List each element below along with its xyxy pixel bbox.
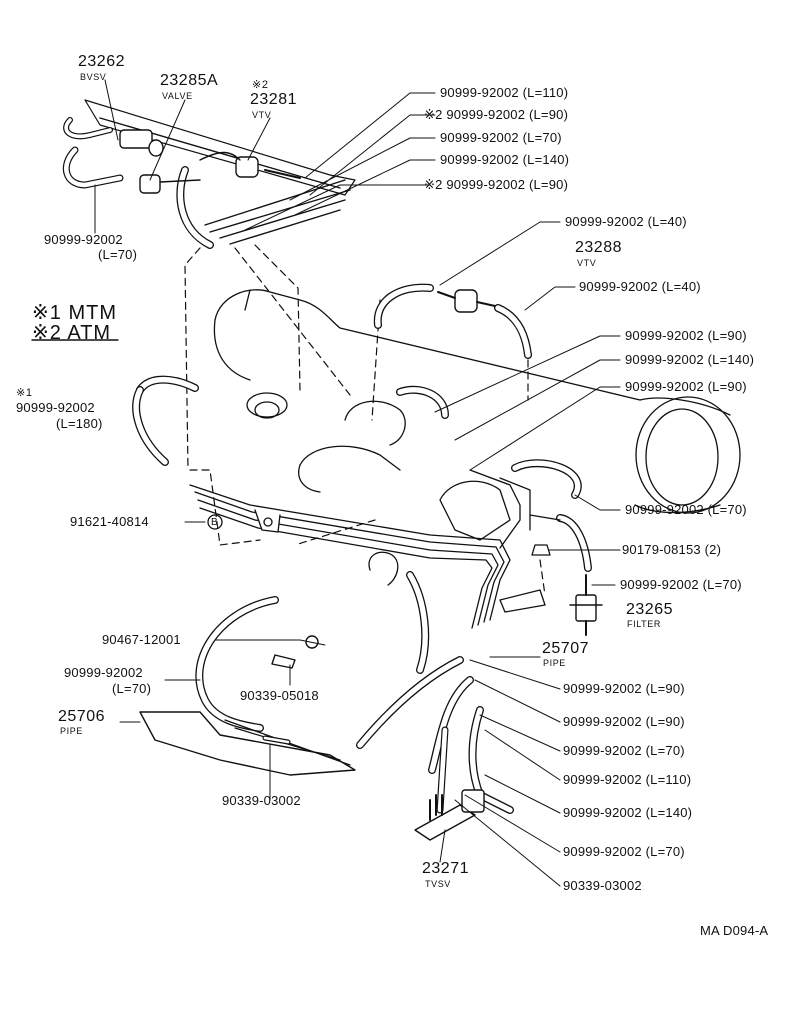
part-23271-label: 23271	[422, 860, 469, 877]
hose-left-top-label: 90999-92002	[44, 232, 123, 247]
middle-hoses	[132, 221, 621, 586]
hose-l90-low1-label: 90999-92002 (L=90)	[563, 681, 685, 696]
hose-l40-b-label: 90999-92002 (L=40)	[579, 279, 701, 294]
pipe1-label: PIPE	[543, 658, 566, 668]
part-25707-label: 25707	[542, 640, 589, 657]
drawing-code: MA D094-A	[700, 923, 769, 938]
hose-l90-mid2-label: 90999-92002 (L=90)	[625, 379, 747, 394]
part-23281-label: 23281	[250, 91, 297, 108]
engine-outline	[213, 289, 741, 586]
vtv2-label: VTV	[577, 258, 597, 268]
part-25706-label: 25706	[58, 708, 105, 725]
hose-l40-a-label: 90999-92002 (L=40)	[565, 214, 687, 229]
part-90339-03002-b-label: 90339-03002	[563, 878, 642, 893]
hose-l110-low-label: 90999-92002 (L=110)	[563, 772, 692, 787]
filter-23265	[569, 574, 603, 636]
vtv-label: VTV	[252, 110, 272, 120]
part-23288-label: 23288	[575, 239, 622, 256]
atm-mark-label: ※2	[252, 79, 269, 91]
hose-l90-low2-label: 90999-92002 (L=90)	[563, 714, 685, 729]
hose-l180-label: 90999-92002	[16, 400, 95, 415]
hose-l140-top-label: 90999-92002 (L=140)	[440, 152, 570, 167]
hose-left-low-label: 90999-92002	[64, 665, 143, 680]
bvsv-label: BVSV	[80, 72, 107, 82]
bolt-b-mark: B	[211, 517, 218, 528]
part-23285a-label: 23285A	[160, 72, 219, 89]
hose-l140-mid-label: 90999-92002 (L=140)	[625, 352, 755, 367]
hose-l110-top-label: 90999-92002 (L=110)	[440, 85, 569, 100]
hose-l70-top-label: 90999-92002 (L=70)	[440, 130, 562, 145]
part-23262-label: 23262	[78, 53, 125, 70]
valve-label: VALVE	[162, 91, 193, 101]
filter-label: FILTER	[627, 619, 661, 629]
part-90467-label: 90467-12001	[102, 632, 181, 647]
upper-hose-cluster	[62, 79, 436, 249]
hose-l70-right2-label: 90999-92002 (L=70)	[620, 577, 742, 592]
lower-hoses	[119, 571, 561, 887]
pipe-bundle	[184, 469, 561, 658]
hose-left-top-length: (L=70)	[98, 247, 138, 262]
part-90339-05018-label: 90339-05018	[240, 688, 319, 703]
hose-l180-length: (L=180)	[56, 416, 103, 431]
hose-l90-mid-label: 90999-92002 (L=90)	[625, 328, 747, 343]
hose-left-low-length: (L=70)	[112, 681, 152, 696]
part-90179-label: 90179-08153 (2)	[622, 542, 722, 557]
mtm-mark-label: ※1	[16, 387, 33, 399]
hose-l140-low-label: 90999-92002 (L=140)	[563, 805, 693, 820]
hose-l70-right-label: 90999-92002 (L=70)	[625, 502, 747, 517]
part-91621-label: 91621-40814	[70, 514, 149, 529]
legend-atm: ※2 ATM	[32, 322, 112, 344]
hose-l70-low2-label: 90999-92002 (L=70)	[563, 844, 685, 859]
legend-mtm: ※1 MTM	[32, 302, 117, 324]
hose-l90-atm-top2-label: ※2 90999-92002 (L=90)	[424, 177, 569, 192]
tvsv-label: TVSV	[425, 879, 451, 889]
part-90339-03002-a-label: 90339-03002	[222, 793, 301, 808]
pipe2-label: PIPE	[60, 726, 83, 736]
hose-l70-low-label: 90999-92002 (L=70)	[563, 743, 685, 758]
hose-l90-atm-top-label: ※2 90999-92002 (L=90)	[424, 107, 569, 122]
part-23265-label: 23265	[626, 601, 673, 618]
